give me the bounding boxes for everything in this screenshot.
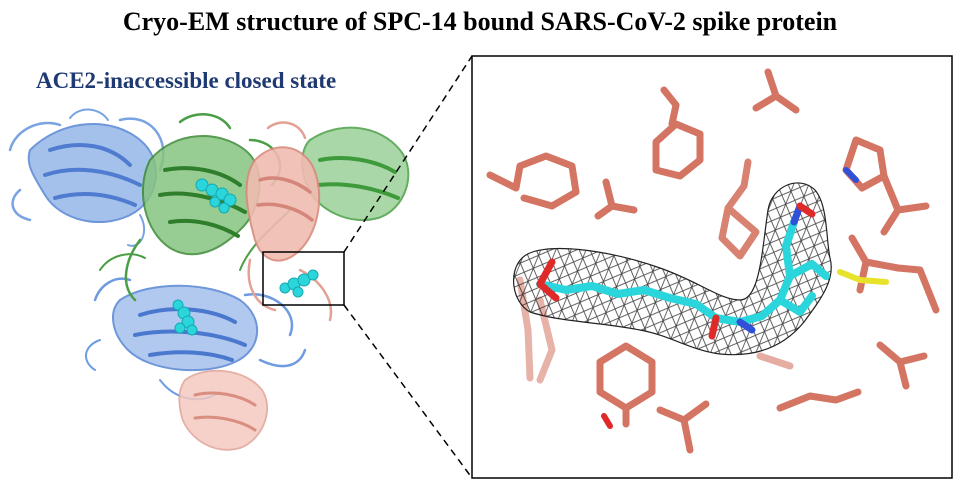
ligand-spheres — [172, 178, 319, 336]
zoom-source-box — [262, 251, 345, 306]
spike-trimer-ribbon-icon — [8, 108, 410, 451]
chain-c-ribbon — [178, 121, 333, 451]
heteroatom-accents — [601, 167, 889, 429]
chain-b-ribbon — [99, 113, 410, 302]
zoom-connector-lines-icon — [343, 55, 473, 479]
state-subtitle: ACE2-inaccessible closed state — [36, 68, 336, 93]
figure-title: Cryo-EM structure of SPC-14 bound SARS-C… — [123, 7, 838, 36]
ligand-stick-model — [536, 202, 830, 340]
chain-a-ribbon — [8, 108, 165, 247]
